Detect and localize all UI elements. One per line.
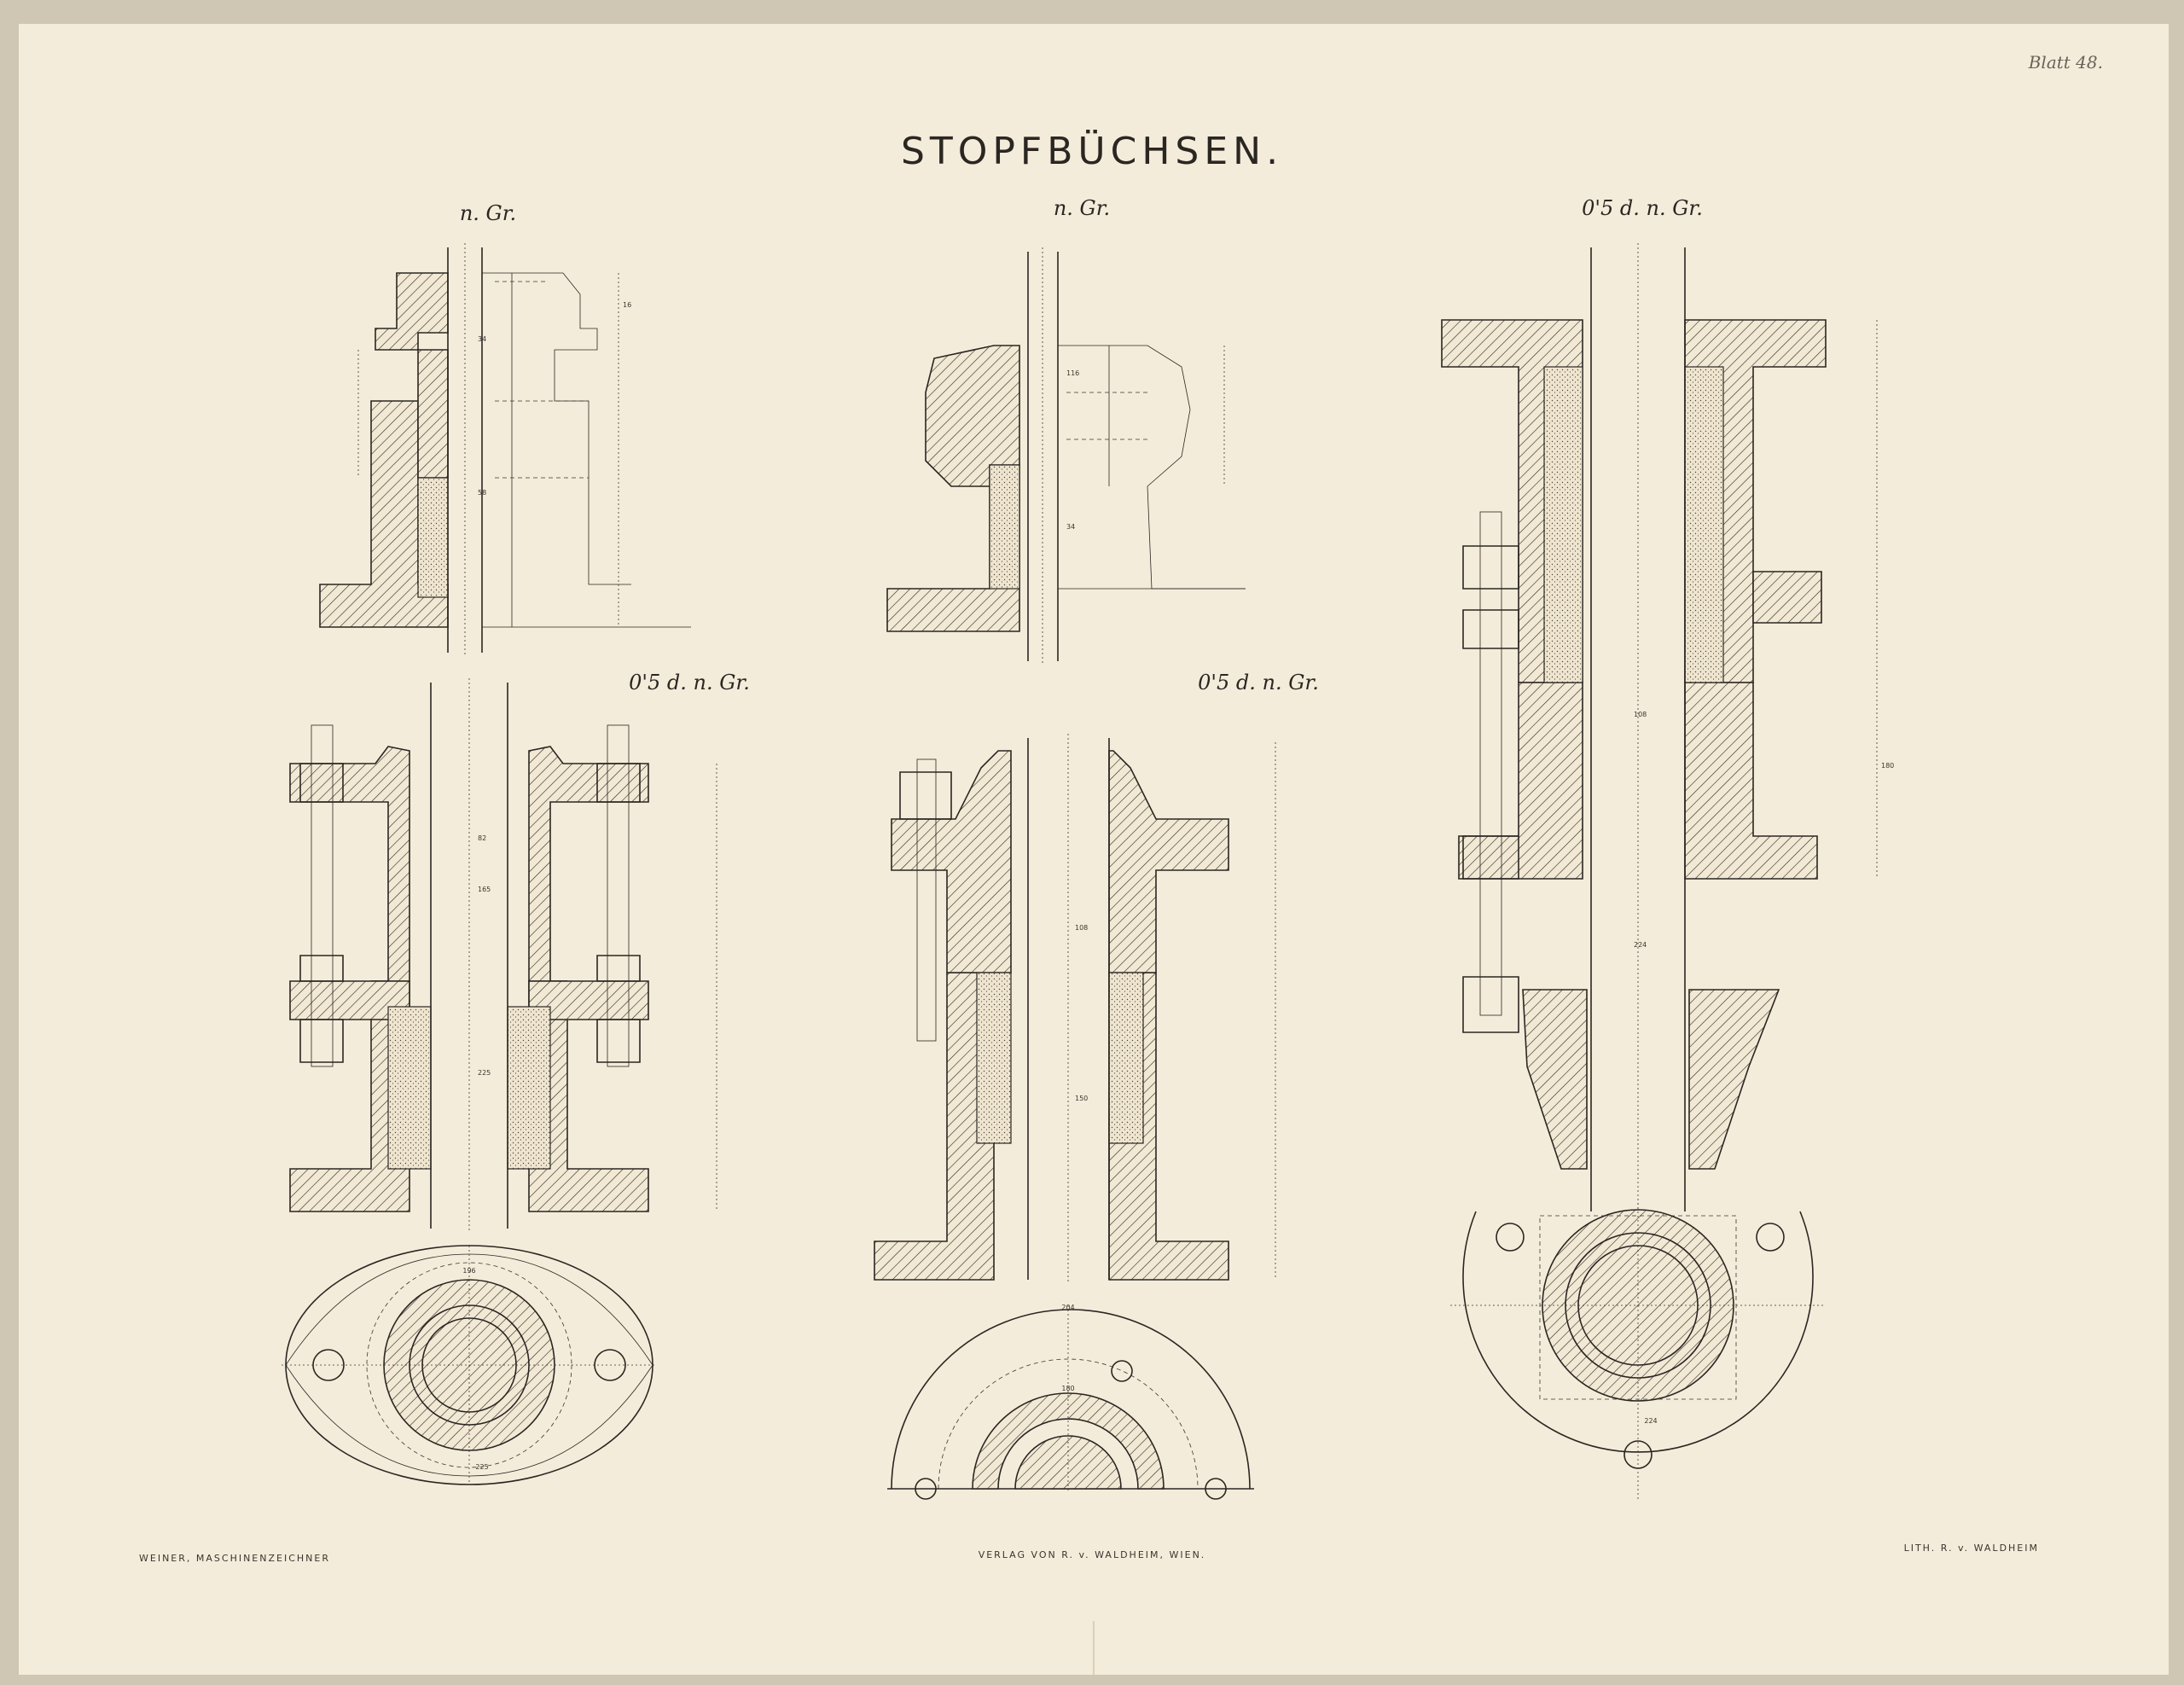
dim-label: 204 xyxy=(1061,1304,1074,1311)
dim-label: 225 xyxy=(478,1069,491,1077)
dim-label: 34 xyxy=(478,335,486,343)
dim-label: 116 xyxy=(1066,369,1079,377)
dim-label: 180 xyxy=(1061,1385,1074,1392)
dim-label: 225 xyxy=(475,1463,488,1471)
stud-bolt-center xyxy=(899,758,952,1042)
scale-label-mid-left: 0'5 d. n. Gr. xyxy=(629,671,750,694)
scale-label-top-right: 0'5 d. n. Gr. xyxy=(1582,196,1703,220)
paper xyxy=(19,24,2169,1675)
figure-7-half-flange-plan: 204 180 xyxy=(887,1304,1254,1500)
dim-label: 224 xyxy=(1644,1417,1657,1425)
dim-label: 224 xyxy=(1634,941,1647,949)
long-stud-bolt xyxy=(1462,511,1519,1033)
scale-label-mid-center: 0'5 d. n. Gr. xyxy=(1198,671,1319,694)
sheet-number: Blatt 48. xyxy=(2028,52,2103,73)
figure-5-tall-gland-section: 108 224 180 xyxy=(1441,243,1894,1216)
dim-label: 16 xyxy=(623,301,631,309)
figure-4-long-gland-section: 108 150 xyxy=(874,734,1276,1284)
dim-label: 108 xyxy=(1075,924,1088,932)
footer-publisher: VERLAG VON R. v. WALDHEIM, WIEN. xyxy=(979,1549,1206,1560)
dim-label: 150 xyxy=(1075,1095,1088,1102)
dim-label: 34 xyxy=(1066,523,1075,531)
figure-6-oval-flange-plan: 196 225 xyxy=(282,1245,657,1485)
figure-1-small-gland: 34 58 16 xyxy=(319,243,691,657)
figure-2-cap-nut-gland: 116 34 xyxy=(886,247,1246,665)
figure-3-bolted-gland-section: 82 165 225 xyxy=(289,678,717,1233)
plate-title: STOPFBÜCHSEN. xyxy=(901,129,1283,173)
dim-label: 196 xyxy=(462,1267,475,1275)
figure-8-round-flange-plan: 224 xyxy=(1450,1203,1826,1502)
dim-label: 165 xyxy=(478,886,491,893)
dim-label: 82 xyxy=(478,834,486,842)
dim-label: 180 xyxy=(1881,762,1894,770)
footer-draughtsman: WEINER, MASCHINENZEICHNER xyxy=(139,1553,330,1564)
stud-bolt-left xyxy=(299,724,344,1067)
stud-bolt-right xyxy=(596,724,641,1067)
scale-label-top-center: n. Gr. xyxy=(1054,196,1110,220)
dim-label: 58 xyxy=(478,489,486,497)
scale-label-top-left: n. Gr. xyxy=(460,201,516,225)
dim-label: 108 xyxy=(1634,711,1647,718)
footer-lithographer: LITH. R. v. WALDHEIM xyxy=(1904,1543,2039,1554)
